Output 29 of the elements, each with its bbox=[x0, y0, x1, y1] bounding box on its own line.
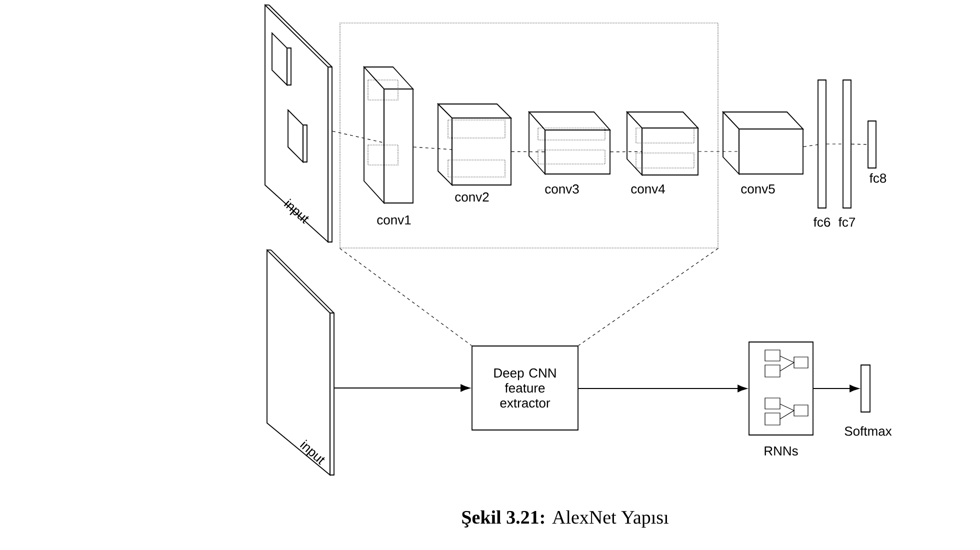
node-label: conv2 bbox=[455, 192, 489, 202]
node-label: fc8 bbox=[870, 173, 886, 183]
connector-line bbox=[332, 130, 384, 143]
arrow bbox=[578, 384, 748, 392]
layer-bar: fc7 bbox=[838, 80, 856, 227]
dotted-frame bbox=[340, 22, 718, 248]
caption: Şekil 3.21: AlexNet Yapısı bbox=[462, 510, 668, 528]
node-label: RNNs bbox=[764, 446, 798, 456]
node-label: fc6 bbox=[814, 217, 830, 227]
node-label: conv4 bbox=[631, 184, 665, 194]
arrow bbox=[813, 384, 860, 392]
layer-bar: fc6 bbox=[814, 80, 830, 227]
arrow bbox=[334, 384, 470, 392]
connector-line bbox=[851, 144, 868, 145]
connector-line bbox=[578, 248, 719, 346]
node-label: conv5 bbox=[741, 184, 775, 194]
connector-line bbox=[698, 151, 739, 152]
layer-bar: Softmax bbox=[844, 364, 892, 436]
node-label: conv3 bbox=[545, 184, 579, 194]
node-label: fc7 bbox=[838, 217, 856, 227]
connector-line bbox=[511, 151, 545, 152]
connector-line bbox=[413, 146, 452, 150]
process-box: Deep CNN feature extractor bbox=[472, 346, 578, 430]
connector-line bbox=[803, 144, 818, 148]
node-label: Softmax bbox=[844, 426, 892, 436]
connector-line bbox=[610, 151, 642, 152]
node-label: conv1 bbox=[377, 215, 411, 225]
layer-bar: fc8 bbox=[868, 120, 886, 183]
rnn-box: RNNs bbox=[748, 342, 814, 456]
